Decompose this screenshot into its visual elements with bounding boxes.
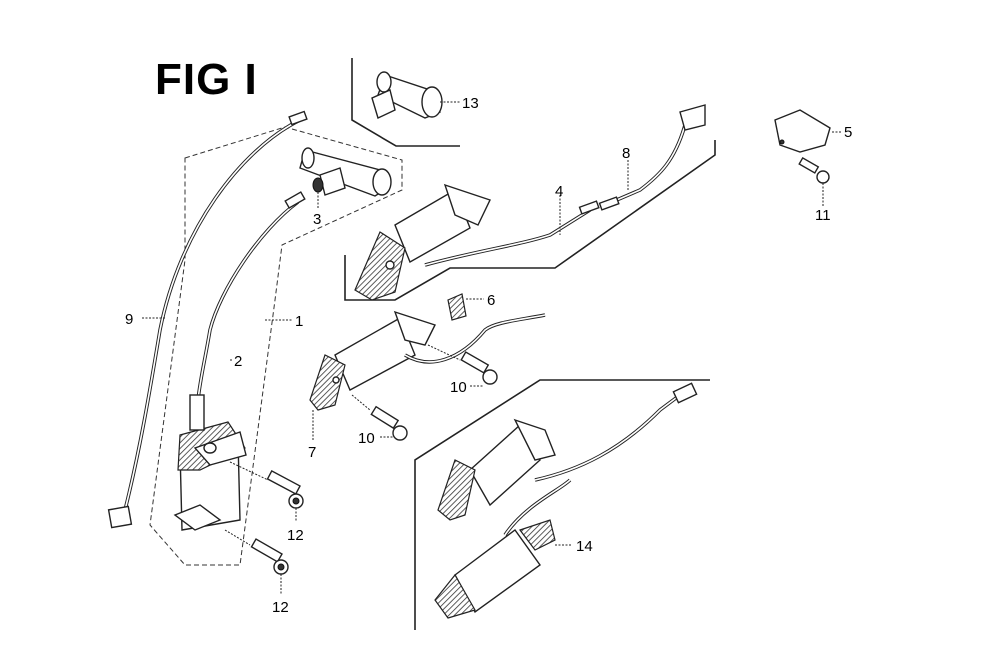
callout-14: 14 [576,538,593,555]
part-6-grommet [447,293,467,321]
callout-10-lower: 10 [358,430,375,447]
callout-2: 2 [234,353,242,370]
callout-12-upper: 12 [287,527,304,544]
callout-10-upper: 10 [450,379,467,396]
part-13-plug-cap [371,71,443,119]
part-14-charge-coil-set [434,382,698,619]
callout-12-lower: 12 [272,599,289,616]
part-9-ground-wire [107,110,308,529]
figure-title: FIG I [155,55,258,104]
leader-lines [142,101,842,438]
group-frame-13 [351,58,460,147]
group-frame-14 [414,379,710,630]
callout-13: 13 [462,95,479,112]
part-10-bolt-upper [427,344,498,385]
part-5-bracket [774,109,831,153]
part-1-ignition-coil [173,394,247,531]
group-frame-4-8 [344,140,716,301]
part-3-plug-cap [299,147,392,197]
part-2-high-tension-cord [196,191,306,401]
callout-7: 7 [308,444,316,461]
callout-9: 9 [125,311,133,328]
part-4-8-harness [424,104,706,267]
callout-4: 4 [555,183,563,200]
part-12-bolt-upper [229,461,304,522]
callout-5: 5 [844,124,852,141]
part-12-bolt-lower [224,529,289,595]
part-7-coil [309,310,546,440]
callout-3: 3 [313,211,321,228]
group-frame-1 [149,126,403,566]
coil-upper [354,183,491,301]
callout-8: 8 [622,145,630,162]
callout-11: 11 [815,207,831,224]
part-11-screw [798,156,830,206]
callout-6: 6 [487,292,495,309]
part-10-bolt-lower [351,394,408,441]
callout-1: 1 [295,313,303,330]
